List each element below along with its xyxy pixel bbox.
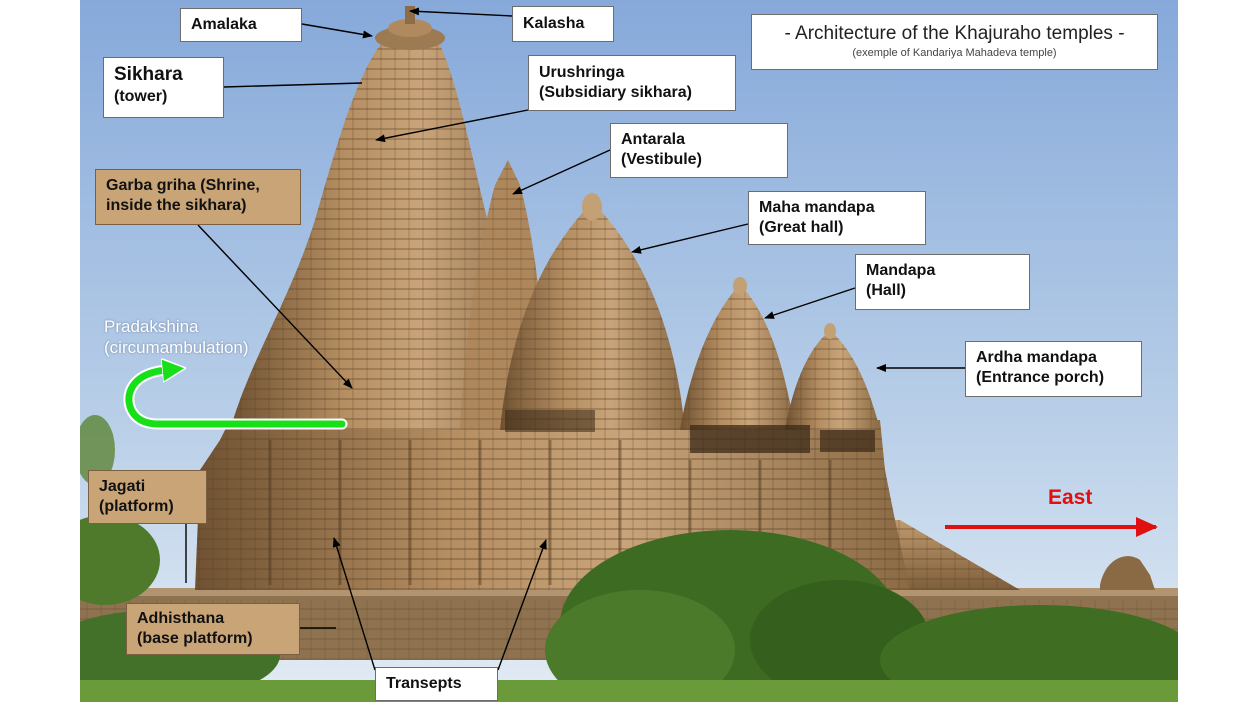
label-jagati: Jagati (platform) [88,470,207,524]
label-pradakshina: Pradakshina (circumambulation) [104,317,249,357]
label-east: East [1048,486,1093,509]
temple-photo [80,0,1178,702]
shrub-right [880,605,1178,702]
label-antarala: Antarala (Vestibule) [610,123,788,178]
kalasha-shape [405,6,415,24]
title-box: - Architecture of the Khajuraho temples … [751,14,1158,70]
label-ardha-mandapa: Ardha mandapa (Entrance porch) [965,341,1142,397]
label-kalasha: Kalasha [512,6,614,42]
temple-illustration [80,0,1178,702]
nandi-statue [1100,556,1155,590]
label-sikhara: Sikhara (tower) [103,57,224,118]
pilasters [268,440,832,585]
label-adhisthana: Adhisthana (base platform) [126,603,300,655]
diagram-subtitle: (exemple of Kandariya Mahadeva temple) [852,47,1057,59]
label-mandapa: Mandapa (Hall) [855,254,1030,310]
tree-left [80,515,160,605]
label-transepts: Transepts [375,667,498,701]
label-urushringa: Urushringa (Subsidiary sikhara) [528,55,736,111]
grass [80,680,1178,702]
diagram-title: - Architecture of the Khajuraho temples … [784,23,1125,44]
label-garba-griha: Garba griha (Shrine, inside the sikhara) [95,169,301,225]
balcony-opening [690,425,810,453]
label-maha-mandapa: Maha mandapa (Great hall) [748,191,926,245]
label-amalaka: Amalaka [180,8,302,42]
